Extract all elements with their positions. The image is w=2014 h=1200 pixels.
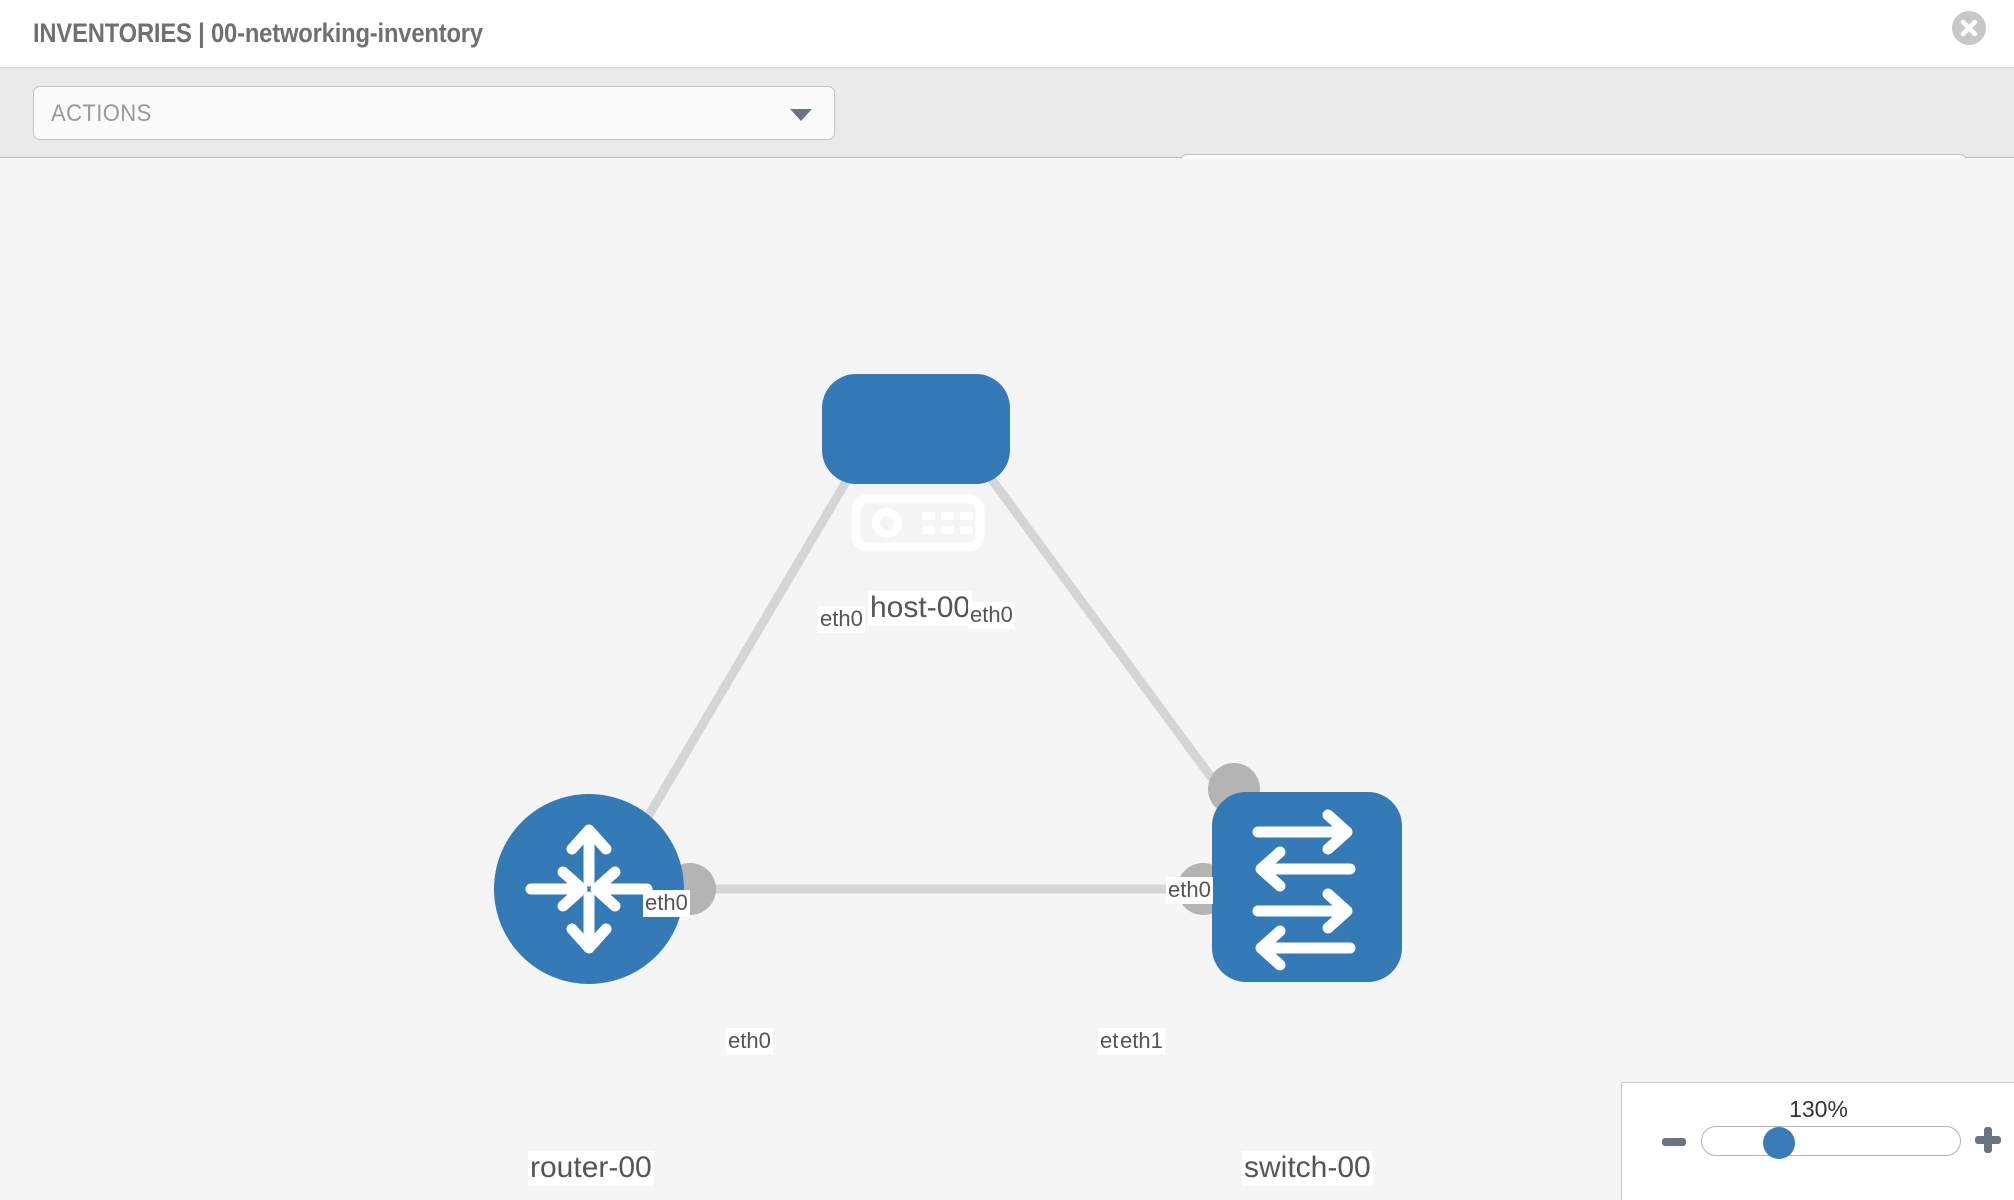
node-host-00[interactable]: [822, 374, 1010, 552]
window-header: INVENTORIES | 00-networking-inventory: [0, 0, 2014, 68]
zoom-slider-track[interactable]: [1701, 1126, 1961, 1156]
edge-host-router[interactable]: [632, 428, 880, 840]
zoom-control-panel: 130%: [1621, 1082, 2014, 1200]
zoom-level-value: 130%: [1789, 1096, 1848, 1122]
node-label-host-00: host-00: [868, 591, 973, 626]
page-title: INVENTORIES | 00-networking-inventory: [33, 18, 483, 48]
router-node-shape[interactable]: [494, 794, 684, 984]
server-icon: [851, 494, 985, 552]
chevron-down-icon: [790, 109, 812, 121]
actions-dropdown[interactable]: ACTIONS: [33, 86, 835, 140]
zoom-out-button[interactable]: [1662, 1138, 1686, 1146]
node-switch-00[interactable]: [1212, 792, 1402, 982]
host-node-shape[interactable]: [822, 374, 1010, 484]
topology-canvas[interactable]: eth0 host-00 eth0 eth0 eth0 eth0 eth0 et…: [0, 159, 2014, 1200]
edge-host-switch[interactable]: [952, 428, 1246, 822]
edge-label-host-left-eth: eth0: [818, 606, 865, 633]
edge-label-switch-left-eth: eth1: [1118, 1028, 1165, 1055]
zoom-in-button[interactable]: [1975, 1127, 2001, 1153]
zoom-slider-thumb[interactable]: [1763, 1127, 1795, 1159]
edge-layer: [632, 428, 1246, 894]
edge-label-router-right-eth: eth0: [726, 1028, 773, 1055]
switch-arrows-icon: [1252, 809, 1356, 971]
edge-label-switch-up-eth: eth0: [1166, 877, 1213, 904]
close-icon[interactable]: [1952, 11, 1986, 45]
edge-label-router-up-eth: eth0: [643, 890, 690, 917]
node-router-00[interactable]: [494, 794, 684, 984]
edge-label-host-right-eth: eth0: [968, 602, 1015, 629]
router-arrows-icon: [525, 824, 653, 954]
node-label-switch-00: switch-00: [1242, 1151, 1373, 1186]
toolbar: ACTIONS: [0, 68, 2014, 209]
close-icon-glyph: [1960, 19, 1978, 37]
actions-dropdown-label: ACTIONS: [51, 100, 152, 127]
node-label-router-00: router-00: [528, 1151, 654, 1186]
switch-node-shape[interactable]: [1212, 792, 1402, 982]
topology-graph: [494, 374, 1402, 984]
